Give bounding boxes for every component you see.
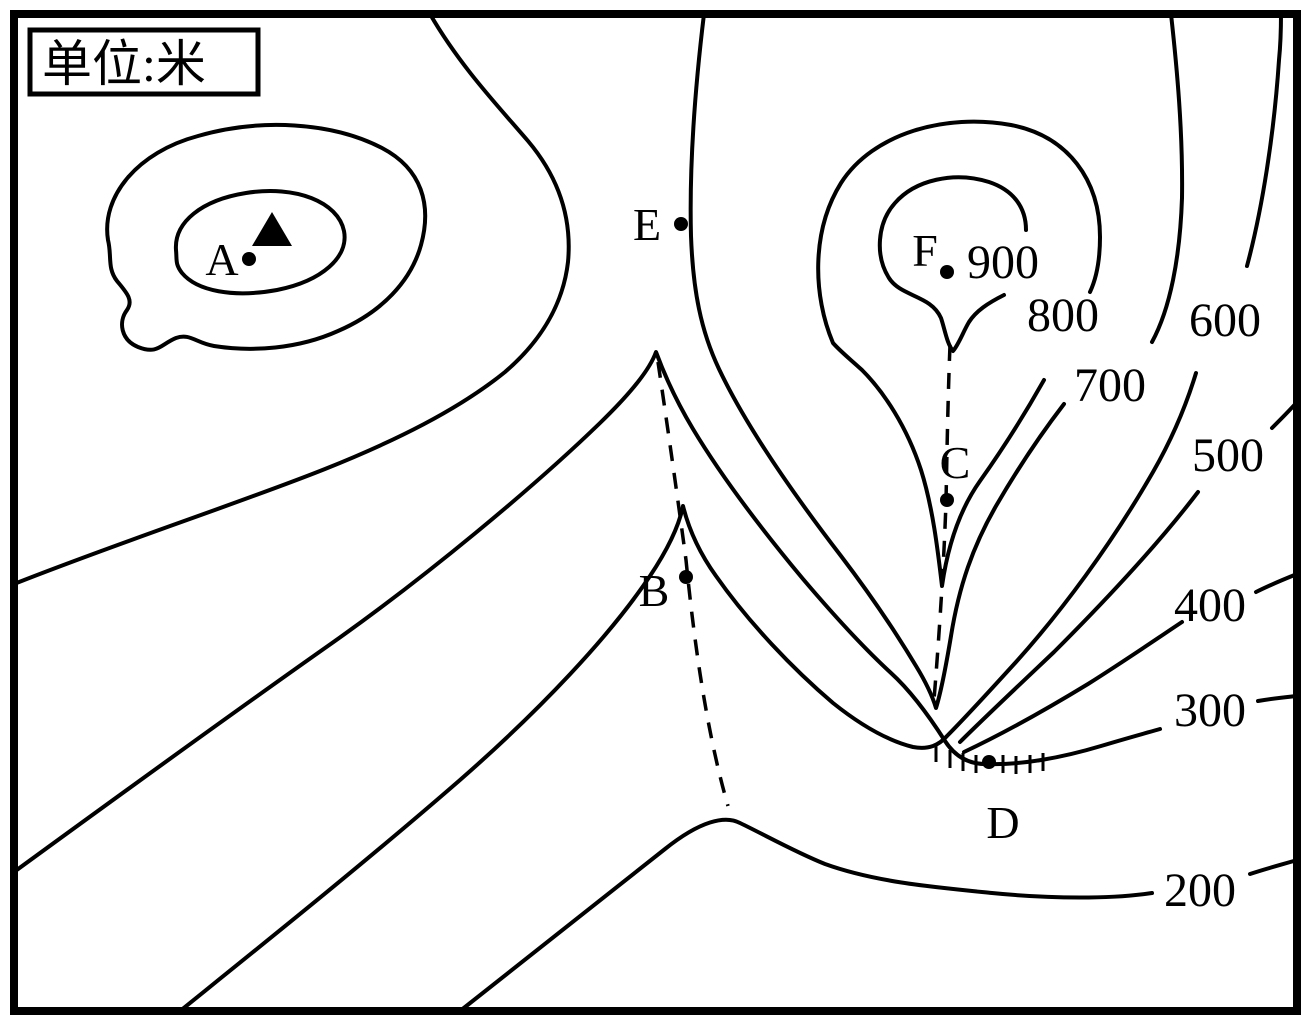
ridge-line-dashed	[656, 361, 730, 807]
contour-left-hill-inner	[173, 189, 347, 296]
unit-legend-box	[27, 27, 261, 97]
dam-hatch-icon	[934, 744, 1045, 774]
elevation-label-700: 700	[1074, 359, 1146, 412]
point-label-a: A	[205, 234, 238, 285]
contour-east-500	[958, 400, 1299, 744]
point-dot-a	[242, 252, 256, 266]
map-border	[10, 10, 1301, 1015]
point-dot-b	[679, 570, 693, 584]
elevation-label-300: 300	[1174, 684, 1246, 737]
contour-ridge-second-600	[178, 12, 1283, 1013]
summit-triangle-icon	[252, 212, 292, 246]
point-label-f: F	[912, 225, 938, 276]
contour-right-hill-900	[877, 175, 1028, 353]
point-dot-e	[674, 217, 688, 231]
contour-left-hill-outer	[105, 122, 428, 352]
elevation-label-500: 500	[1192, 429, 1264, 482]
point-label-d: D	[986, 797, 1019, 848]
contour-left-hill-slope	[12, 12, 571, 586]
elevation-label-600: 600	[1189, 294, 1261, 347]
contour-bottom-200	[458, 817, 1299, 1013]
point-label-b: B	[639, 565, 670, 616]
contour-e-valley-700	[688, 12, 1185, 710]
valley-line-dashed	[932, 344, 952, 701]
elevation-label-800: 800	[1027, 289, 1099, 342]
contour-east-400	[962, 572, 1299, 754]
point-dot-d	[982, 755, 996, 769]
point-label-c: C	[940, 437, 971, 488]
elevation-label-200: 200	[1164, 864, 1236, 917]
point-dot-f	[940, 265, 954, 279]
contour-right-hill-800	[816, 119, 1102, 588]
point-dot-c	[940, 493, 954, 507]
elevation-label-900: 900	[967, 236, 1039, 289]
unit-label: 单位:米	[42, 36, 206, 92]
point-label-e: E	[633, 199, 661, 250]
elevation-label-400: 400	[1174, 579, 1246, 632]
